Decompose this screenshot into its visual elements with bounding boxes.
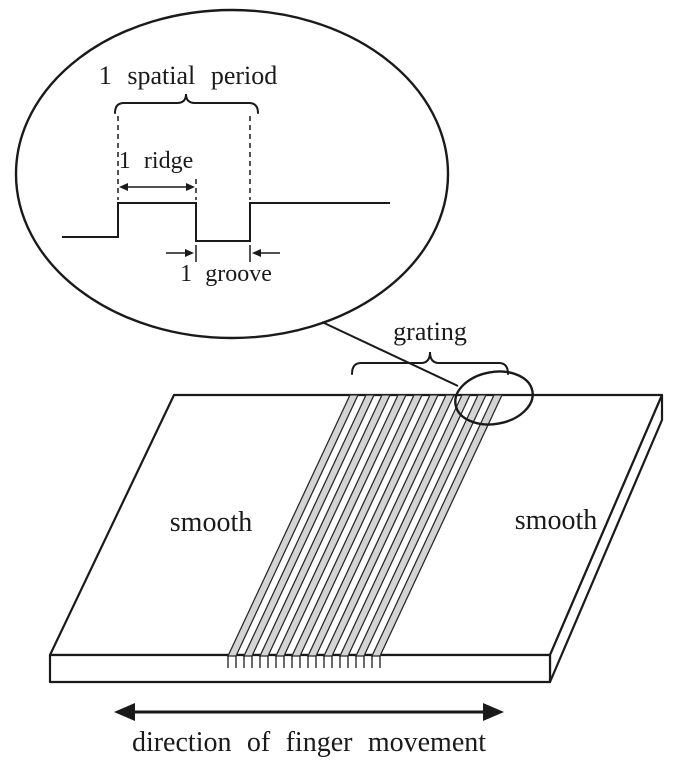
figure-caption: direction of finger movement [132, 727, 486, 758]
finger-arrowhead-left-icon [114, 703, 135, 721]
grating-ridge [258, 394, 392, 657]
inset-magnifier-ellipse [14, 8, 450, 340]
grating-ridge [338, 394, 472, 657]
ridge-arrowhead-right-icon [186, 183, 195, 191]
groove-arrowhead-right-icon [252, 249, 261, 257]
plate-front-face [48, 653, 552, 684]
smooth-left-label: smooth [170, 507, 252, 538]
groove-extension-ticks [195, 245, 251, 262]
surface-profile-wave [62, 202, 390, 242]
spatial-period-label: 1 spatial period [99, 61, 278, 90]
grating-ridge [370, 394, 504, 657]
grating-ridge [226, 394, 360, 657]
ridge-label: 1 ridge [119, 148, 194, 174]
grating-front-teeth [227, 656, 381, 668]
spatial-period-brace-icon [114, 93, 259, 114]
magnified-region-circle [454, 370, 534, 426]
ridge-arrowhead-left-icon [119, 183, 128, 191]
period-boundary-dashed-lines [117, 116, 251, 200]
grating-brace-icon [351, 351, 509, 375]
grating-ridges [226, 394, 504, 657]
magnifier-connector-line [321, 321, 459, 387]
grating-ridge [354, 394, 488, 657]
finger-arrowhead-right-icon [483, 703, 504, 721]
grating-ridge [274, 394, 408, 657]
grating-ridge [290, 394, 424, 657]
grating-ridge [322, 394, 456, 657]
grating-label: grating [393, 317, 467, 346]
grating-ridge [306, 394, 440, 657]
grating-ridge [242, 394, 376, 657]
groove-arrowhead-left-icon [185, 249, 194, 257]
smooth-right-label: smooth [515, 505, 597, 536]
groove-label: 1 groove [180, 261, 272, 287]
